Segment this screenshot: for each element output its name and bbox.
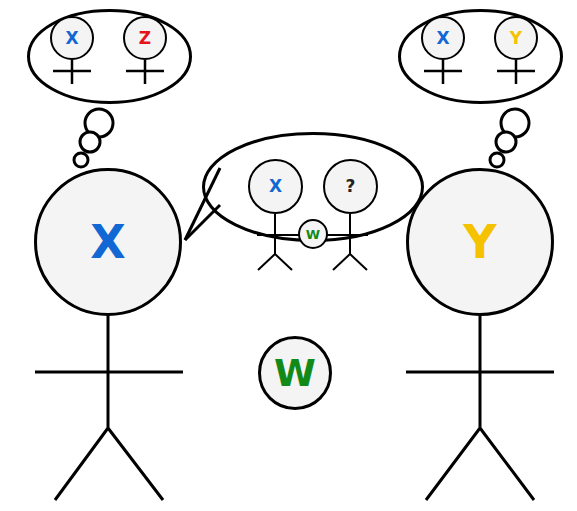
held-object: W bbox=[298, 219, 328, 249]
person-head: X bbox=[34, 168, 182, 316]
figure-body bbox=[497, 60, 535, 84]
figure-body bbox=[257, 214, 299, 270]
big-figure-bodies bbox=[35, 316, 554, 500]
object-circle: W bbox=[258, 336, 332, 410]
thought-bubble-shape bbox=[400, 11, 562, 103]
figure-body bbox=[53, 60, 91, 84]
figure-head-shape bbox=[324, 160, 377, 213]
thought-dot bbox=[490, 153, 504, 167]
speech-bubble: X? W bbox=[202, 132, 424, 242]
figure-head-shape bbox=[422, 17, 464, 59]
thought-dot bbox=[496, 132, 516, 152]
thought-dot bbox=[74, 153, 88, 167]
thought-dot bbox=[80, 132, 100, 152]
figure-head-shape bbox=[495, 17, 537, 59]
figure-head: X bbox=[421, 16, 465, 60]
figure-head: Y bbox=[494, 16, 538, 60]
thought-figure-bodies bbox=[53, 60, 535, 84]
thought-bubble: XY bbox=[398, 9, 563, 104]
thought-bubble: XZ bbox=[27, 9, 192, 104]
figure-label: Y bbox=[463, 219, 496, 265]
speech-tail-line bbox=[185, 168, 220, 240]
thought-trail bbox=[74, 109, 529, 167]
figure-label: X bbox=[65, 30, 78, 47]
figure-label: X bbox=[436, 30, 449, 47]
figure-label: ? bbox=[346, 178, 356, 195]
figure-label: X bbox=[269, 178, 282, 195]
thought-bubble-outline bbox=[398, 9, 563, 104]
figure-head-shape bbox=[124, 17, 166, 59]
figure-label: Y bbox=[510, 30, 522, 47]
figure-head: ? bbox=[323, 159, 378, 214]
figure-head-shape bbox=[249, 160, 302, 213]
figure-label: W bbox=[274, 354, 316, 392]
object-circle-shape bbox=[260, 338, 331, 409]
figure-label: W bbox=[306, 228, 320, 241]
held-object-shape bbox=[299, 220, 327, 248]
figure-head-shape bbox=[51, 17, 93, 59]
figure-body bbox=[35, 316, 183, 500]
figure-head: Z bbox=[123, 16, 167, 60]
thought-bubble-outline bbox=[27, 9, 192, 104]
figure-head: X bbox=[248, 159, 303, 214]
figure-label: Z bbox=[139, 30, 151, 47]
figure-body bbox=[327, 214, 368, 270]
person-head: Y bbox=[406, 168, 554, 316]
figure-head: X bbox=[50, 16, 94, 60]
figure-label: X bbox=[90, 219, 125, 265]
speech-figure-bodies bbox=[257, 214, 368, 270]
figure-body bbox=[424, 60, 462, 84]
person-head-shape bbox=[36, 170, 181, 315]
speech-tail bbox=[185, 168, 220, 240]
thought-bubble-shape bbox=[29, 11, 191, 103]
person-head-shape bbox=[408, 170, 553, 315]
figure-body bbox=[126, 60, 164, 84]
figure-body bbox=[406, 316, 554, 500]
